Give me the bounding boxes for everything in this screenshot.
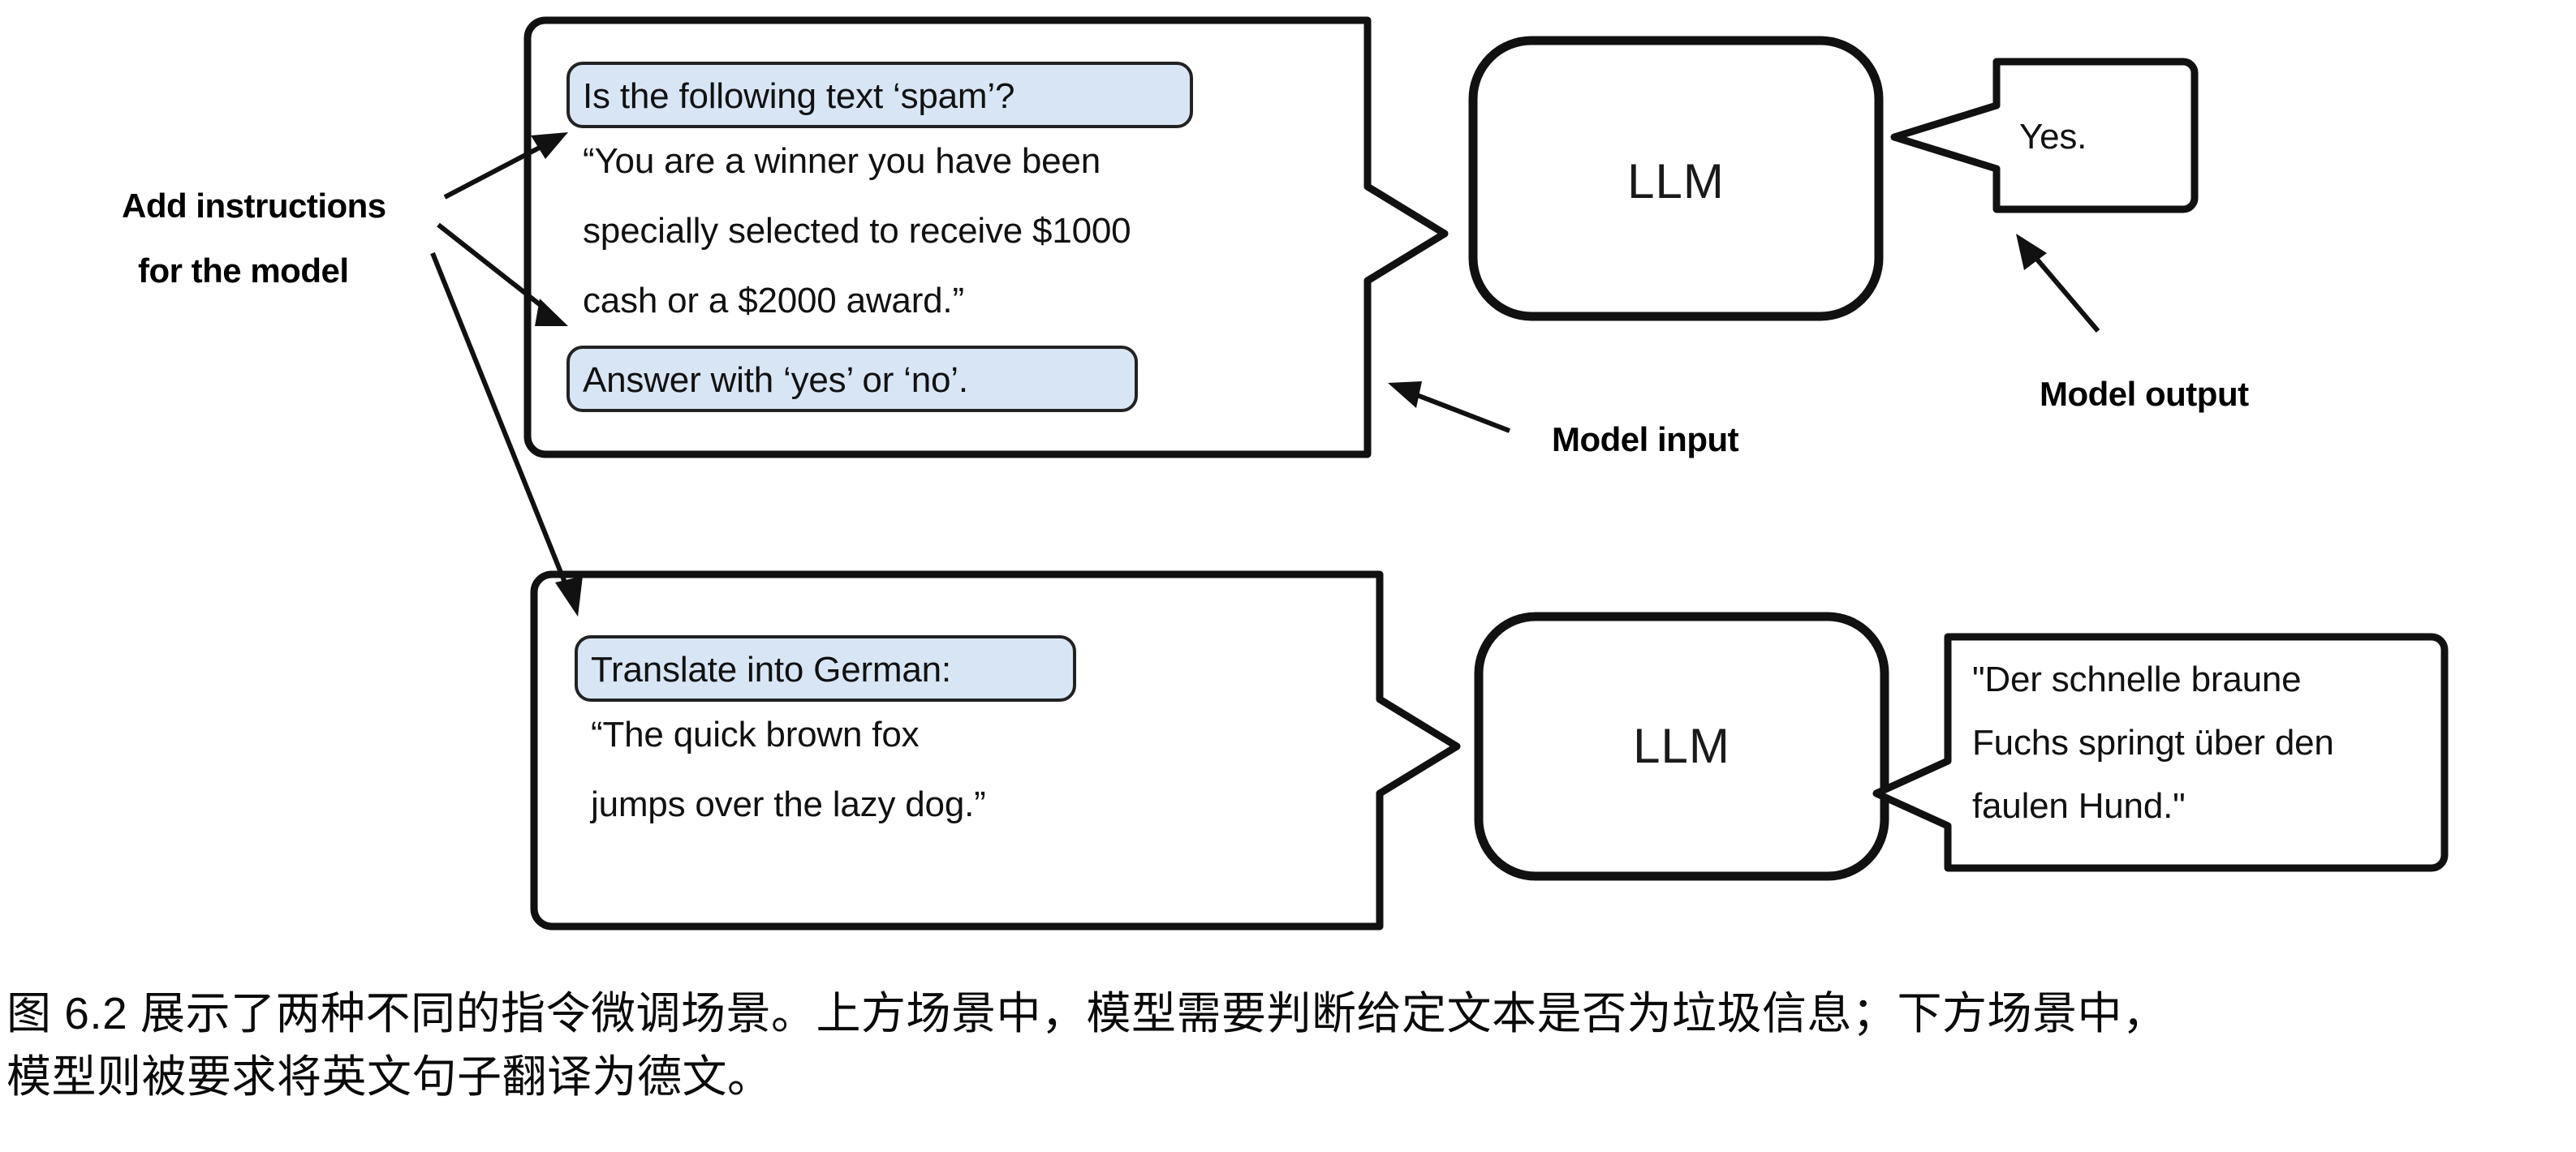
instruction-finetuning-diagram: Is the following text ‘spam’? “You are a… [122,16,2449,931]
input-body-bottom-line-2: jumps over the lazy dog.” [589,784,986,824]
add-instructions-label-line-1: Add instructions [122,187,386,225]
instruction-pill-translate [575,635,1076,702]
arrow-to-model-input [1388,381,1511,433]
instruction-pill-spam-question [566,62,1193,128]
arrow-to-translate-pill [430,251,583,617]
input-body-line-1: “You are a winner you have been [583,141,1101,181]
instruction-pill-answer-format-label: Answer with ‘yes’ or ‘no’. [583,360,968,400]
input-body-line-3: cash or a $2000 award.” [583,281,964,320]
model-output-bubble-bottom-line-2: Fuchs springt über den [1972,723,2334,763]
arrow-to-answer-format-pill [437,222,568,326]
model-output-bubble-top [1890,58,2199,213]
input-body-bottom-line-1: “The quick brown fox [591,715,920,754]
llm-box-top [1468,36,1884,321]
instruction-pill-translate-label: Translate into German: [591,650,951,690]
model-input-label: Model input [1552,420,1739,458]
add-instructions-label-line-2: for the model [138,251,349,290]
input-body-line-2: specially selected to receive $1000 [583,211,1131,251]
model-output-bubble-bottom-line-3: faulen Hund." [1972,786,2186,826]
model-output-label: Model output [2040,375,2249,413]
llm-box-bottom [1474,612,1889,881]
llm-box-top-label: LLM [1627,154,1725,208]
figure-caption: 图 6.2 展示了两种不同的指令微调场景。上方场景中，模型需要判断给定文本是否为… [6,988,2168,1103]
arrow-to-top-instruction-pill [443,132,568,200]
arrow-to-model-output [2016,234,2100,333]
model-output-bubble-top-line-1: Yes. [2019,117,2087,157]
instruction-pill-answer-format [566,346,1138,412]
instruction-pill-spam-question-label: Is the following text ‘spam’? [583,76,1014,116]
llm-box-bottom-label: LLM [1633,719,1730,773]
model-output-bubble-bottom [1872,633,2449,872]
model-output-bubble-bottom-line-1: "Der schnelle braune [1972,660,2301,699]
